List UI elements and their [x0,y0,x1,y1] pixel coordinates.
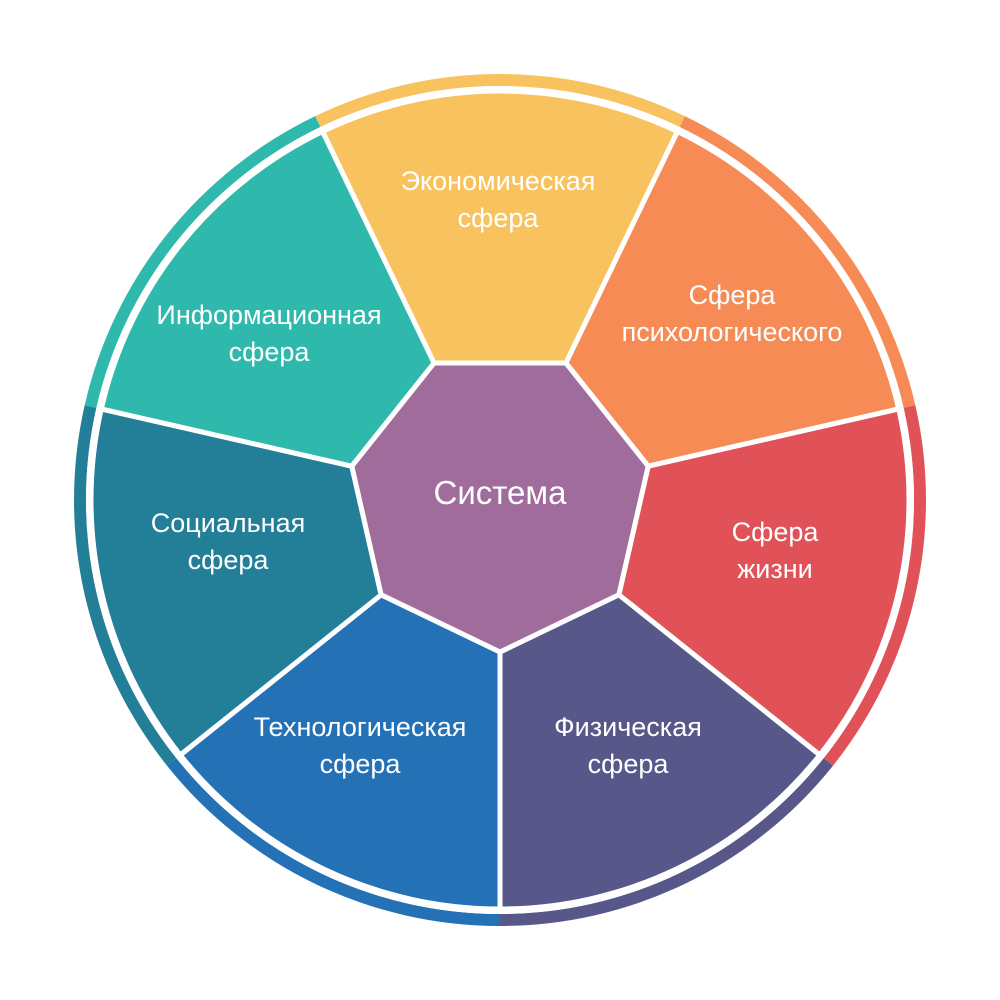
segment-label-line: жизни [737,554,813,584]
outer-ring-arc-economic [315,73,685,127]
segment-label-line: сфера [229,337,311,367]
segment-informational [98,129,437,469]
outer-ring-arc-social [74,405,177,766]
segment-label-informational: Информационная сфера [156,300,381,367]
outer-ring [74,73,926,926]
center-label: Система [434,474,568,511]
segment-label-line: Технологическая [254,712,467,742]
segment-label-physical: Физическая сфера [554,712,702,779]
segment-physical [497,592,823,912]
segment-label-line: сфера [588,749,670,779]
segment-label-line: психологического [622,317,843,347]
segment-technological [177,592,503,912]
segment-economic [320,88,680,366]
segment-label-economic: Экономическая сфера [401,166,596,233]
segment-label-social: Социальная сфера [151,508,305,575]
segment-label-line: сфера [458,203,540,233]
segment-label-psychological: Сфера психологического [622,280,843,347]
segment-label-line: Физическая [554,712,702,742]
segment-social [88,406,384,758]
segment-label-line: Экономическая [401,166,596,196]
segment-label-life: Сфера жизни [732,517,820,584]
segment-label-line: Сфера [689,280,777,310]
outer-ring-arc-life [823,405,926,766]
center-heptagon [349,360,651,655]
segment-label-line: сфера [320,749,402,779]
segment-label-line: Информационная [156,300,381,330]
segments-group [88,88,912,912]
segment-label-line: Социальная [151,508,305,538]
segment-label-technological: Технологическая сфера [254,712,467,779]
segment-label-line: сфера [188,545,270,575]
segment-label-line: Сфера [732,517,820,547]
segment-life [616,406,912,758]
segment-psychological [563,129,902,469]
